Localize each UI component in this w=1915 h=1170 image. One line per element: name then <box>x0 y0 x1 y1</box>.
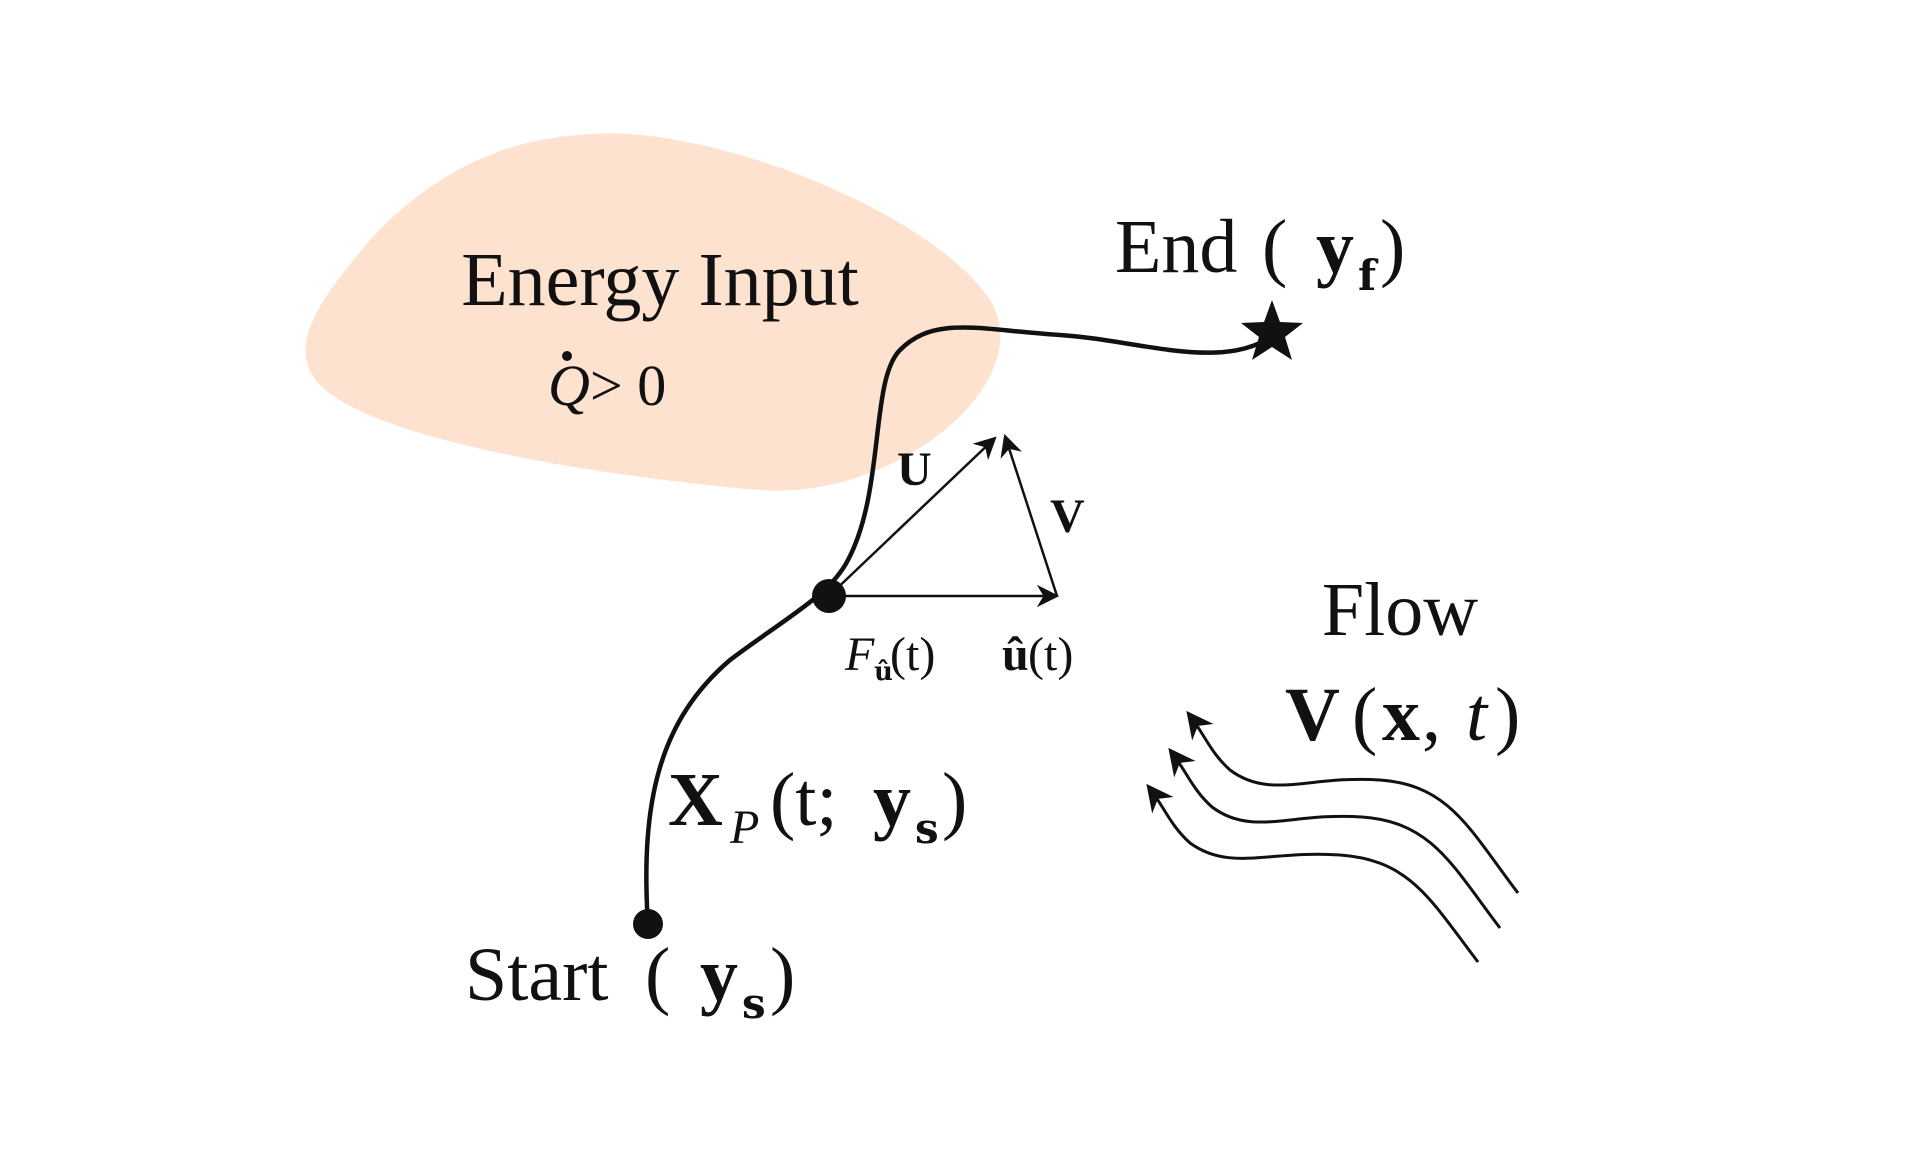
flow-streamline-3 <box>1146 783 1480 963</box>
svg-text:(: ( <box>1262 205 1287 289</box>
svg-text:f: f <box>1358 251 1379 300</box>
svg-text:Start: Start <box>465 933 609 1017</box>
flow-streamline-2 <box>1168 747 1502 929</box>
energy-input-region <box>305 133 1001 491</box>
svg-text:s: s <box>742 979 766 1028</box>
svg-text:û: û <box>874 657 893 687</box>
trajectory-label: X P (t; y s ) <box>668 758 967 854</box>
svg-text:(: ( <box>1352 673 1377 757</box>
svg-text:s: s <box>915 804 939 853</box>
svg-text:y: y <box>700 933 738 1017</box>
svg-text:x: x <box>1382 673 1420 757</box>
direction-label: û (t) <box>1002 628 1073 681</box>
end-star-icon <box>1241 300 1303 360</box>
end-label: End ( y f ) <box>1115 205 1405 300</box>
energy-input-condition: Q > 0 <box>548 351 666 418</box>
svg-text:V: V <box>1285 673 1340 757</box>
v-vector-arrow <box>1000 433 1059 597</box>
svg-text:,: , <box>1422 673 1441 757</box>
flow-streamline-1 <box>1186 710 1520 894</box>
svg-text:(t;: (t; <box>770 758 838 842</box>
svg-text:(t): (t) <box>890 628 935 681</box>
v-vector-label: V <box>1050 490 1085 543</box>
svg-text:): ) <box>942 758 967 842</box>
svg-text:): ) <box>1495 673 1520 757</box>
q-dot <box>562 351 572 361</box>
force-label: F û (t) <box>844 628 935 687</box>
start-label: Start ( y s ) <box>465 933 795 1028</box>
svg-text:P: P <box>729 801 759 854</box>
svg-text:y: y <box>873 758 911 842</box>
particle-trajectory <box>644 325 1282 926</box>
svg-text:Q: Q <box>548 353 590 418</box>
flow-title: Flow <box>1322 568 1478 652</box>
u-vector-label: U <box>897 443 932 496</box>
start-point <box>633 909 663 939</box>
svg-text:y: y <box>1316 205 1354 289</box>
svg-text:û: û <box>1002 628 1029 681</box>
svg-text:End: End <box>1115 205 1237 289</box>
energy-input-title: Energy Input <box>461 238 859 322</box>
svg-text:> 0: > 0 <box>590 353 666 418</box>
svg-text:): ) <box>1380 205 1405 289</box>
svg-text:(: ( <box>645 933 670 1017</box>
flow-field-label: V ( x , t ) <box>1285 673 1520 757</box>
svg-text:(t): (t) <box>1028 628 1073 681</box>
svg-text:): ) <box>770 933 795 1017</box>
svg-text:F: F <box>844 628 875 681</box>
svg-text:X: X <box>668 758 723 842</box>
u-vector-arrow <box>828 436 997 597</box>
svg-text:t: t <box>1466 673 1489 757</box>
